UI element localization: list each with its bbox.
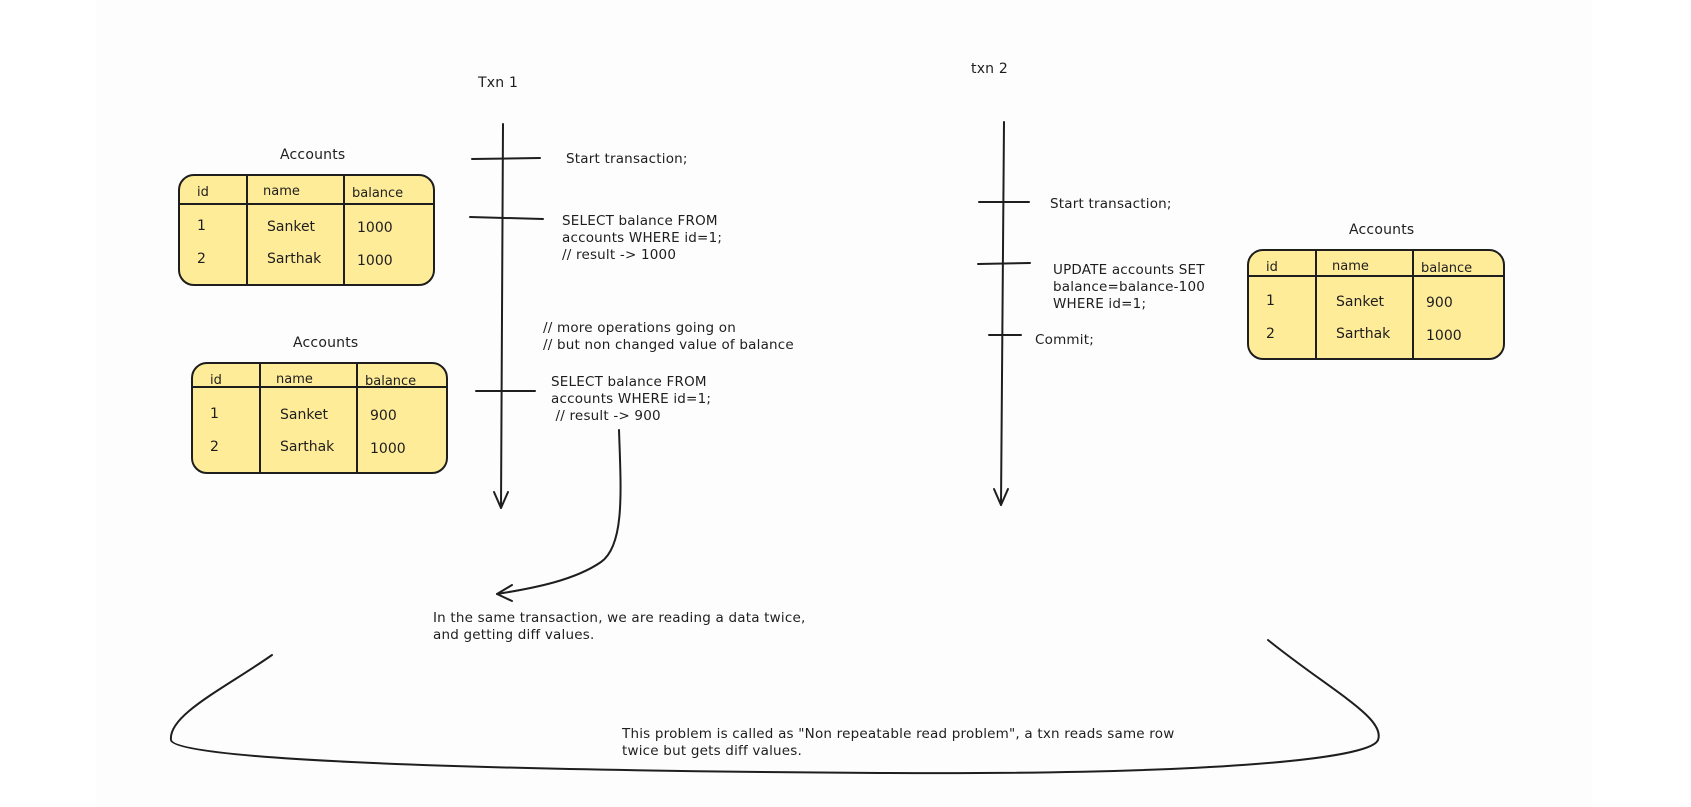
table3-row1-id: 1 — [1266, 293, 1275, 309]
txn2-timeline-arrowhead — [993, 488, 1009, 506]
txn2-start-transaction: Start transaction; — [1050, 196, 1172, 212]
problem-description: This problem is called as "Non repeatabl… — [622, 726, 1175, 759]
table2-header-name: name — [276, 372, 313, 387]
table1-header-name: name — [263, 184, 300, 199]
table2-row2-name: Sarthak — [280, 439, 335, 455]
table3-header-balance: balance — [1421, 261, 1473, 276]
table3-row2-id: 2 — [1266, 326, 1275, 342]
txn1-comment-other-ops: // more operations going on // but non c… — [543, 320, 794, 353]
table2-header-id: id — [210, 373, 222, 388]
table1-row2-balance: 1000 — [357, 253, 393, 269]
txn2-update-statement: UPDATE accounts SET balance=balance-100 … — [1053, 262, 1206, 312]
table2-row1-id: 1 — [210, 406, 219, 422]
table3-header-name: name — [1332, 259, 1369, 274]
txn1-start-transaction: Start transaction; — [566, 151, 688, 167]
table1-title: Accounts — [280, 147, 346, 163]
table1-row1-id: 1 — [197, 218, 206, 234]
txn1-tick-2 — [469, 216, 544, 220]
table2-row2-id: 2 — [210, 439, 219, 455]
txn1-second-select: SELECT balance FROM accounts WHERE id=1;… — [551, 374, 712, 424]
accounts-table-after-txn2: id name balance 1 Sanket 900 2 Sarthak 1… — [1247, 249, 1505, 360]
note-pointer-arrowhead — [496, 584, 513, 602]
table3-row1-balance: 900 — [1426, 295, 1453, 311]
table1-row2-id: 2 — [197, 251, 206, 267]
txn1-timeline-arrowhead — [493, 491, 509, 509]
table1-header-balance: balance — [352, 186, 404, 201]
table1-header-id: id — [197, 185, 209, 200]
txn2-commit: Commit; — [1035, 332, 1094, 348]
txn2-timeline-arrow — [1000, 121, 1005, 506]
table1-row1-name: Sanket — [267, 219, 316, 235]
same-transaction-note: In the same transaction, we are reading … — [433, 610, 806, 643]
table2-row2-balance: 1000 — [370, 441, 406, 457]
txn2-label: txn 2 — [971, 61, 1009, 77]
txn1-timeline-arrow — [500, 123, 504, 509]
txn1-label: Txn 1 — [478, 75, 519, 91]
table2-row1-balance: 900 — [370, 408, 397, 424]
accounts-table-after-txn1: id name balance 1 Sanket 900 2 Sarthak 1… — [191, 362, 448, 474]
txn2-tick-2 — [977, 262, 1031, 265]
note-pointer-arrow — [496, 429, 622, 595]
txn1-first-select: SELECT balance FROM accounts WHERE id=1;… — [562, 213, 723, 263]
table1-row1-balance: 1000 — [357, 220, 393, 236]
table2-header-balance: balance — [365, 374, 417, 389]
bottom-brace — [169, 639, 1380, 775]
table2-title: Accounts — [293, 335, 359, 351]
accounts-table-before: id name balance 1 Sanket 1000 2 Sarthak … — [178, 174, 435, 286]
table3-row2-name: Sarthak — [1336, 326, 1391, 342]
table1-row2-name: Sarthak — [267, 251, 322, 267]
table3-row1-name: Sanket — [1336, 294, 1385, 310]
table3-row2-balance: 1000 — [1426, 328, 1462, 344]
table3-title: Accounts — [1349, 222, 1415, 238]
txn1-tick-1 — [471, 157, 541, 160]
table2-row1-name: Sanket — [280, 407, 329, 423]
table3-header-id: id — [1266, 260, 1278, 275]
